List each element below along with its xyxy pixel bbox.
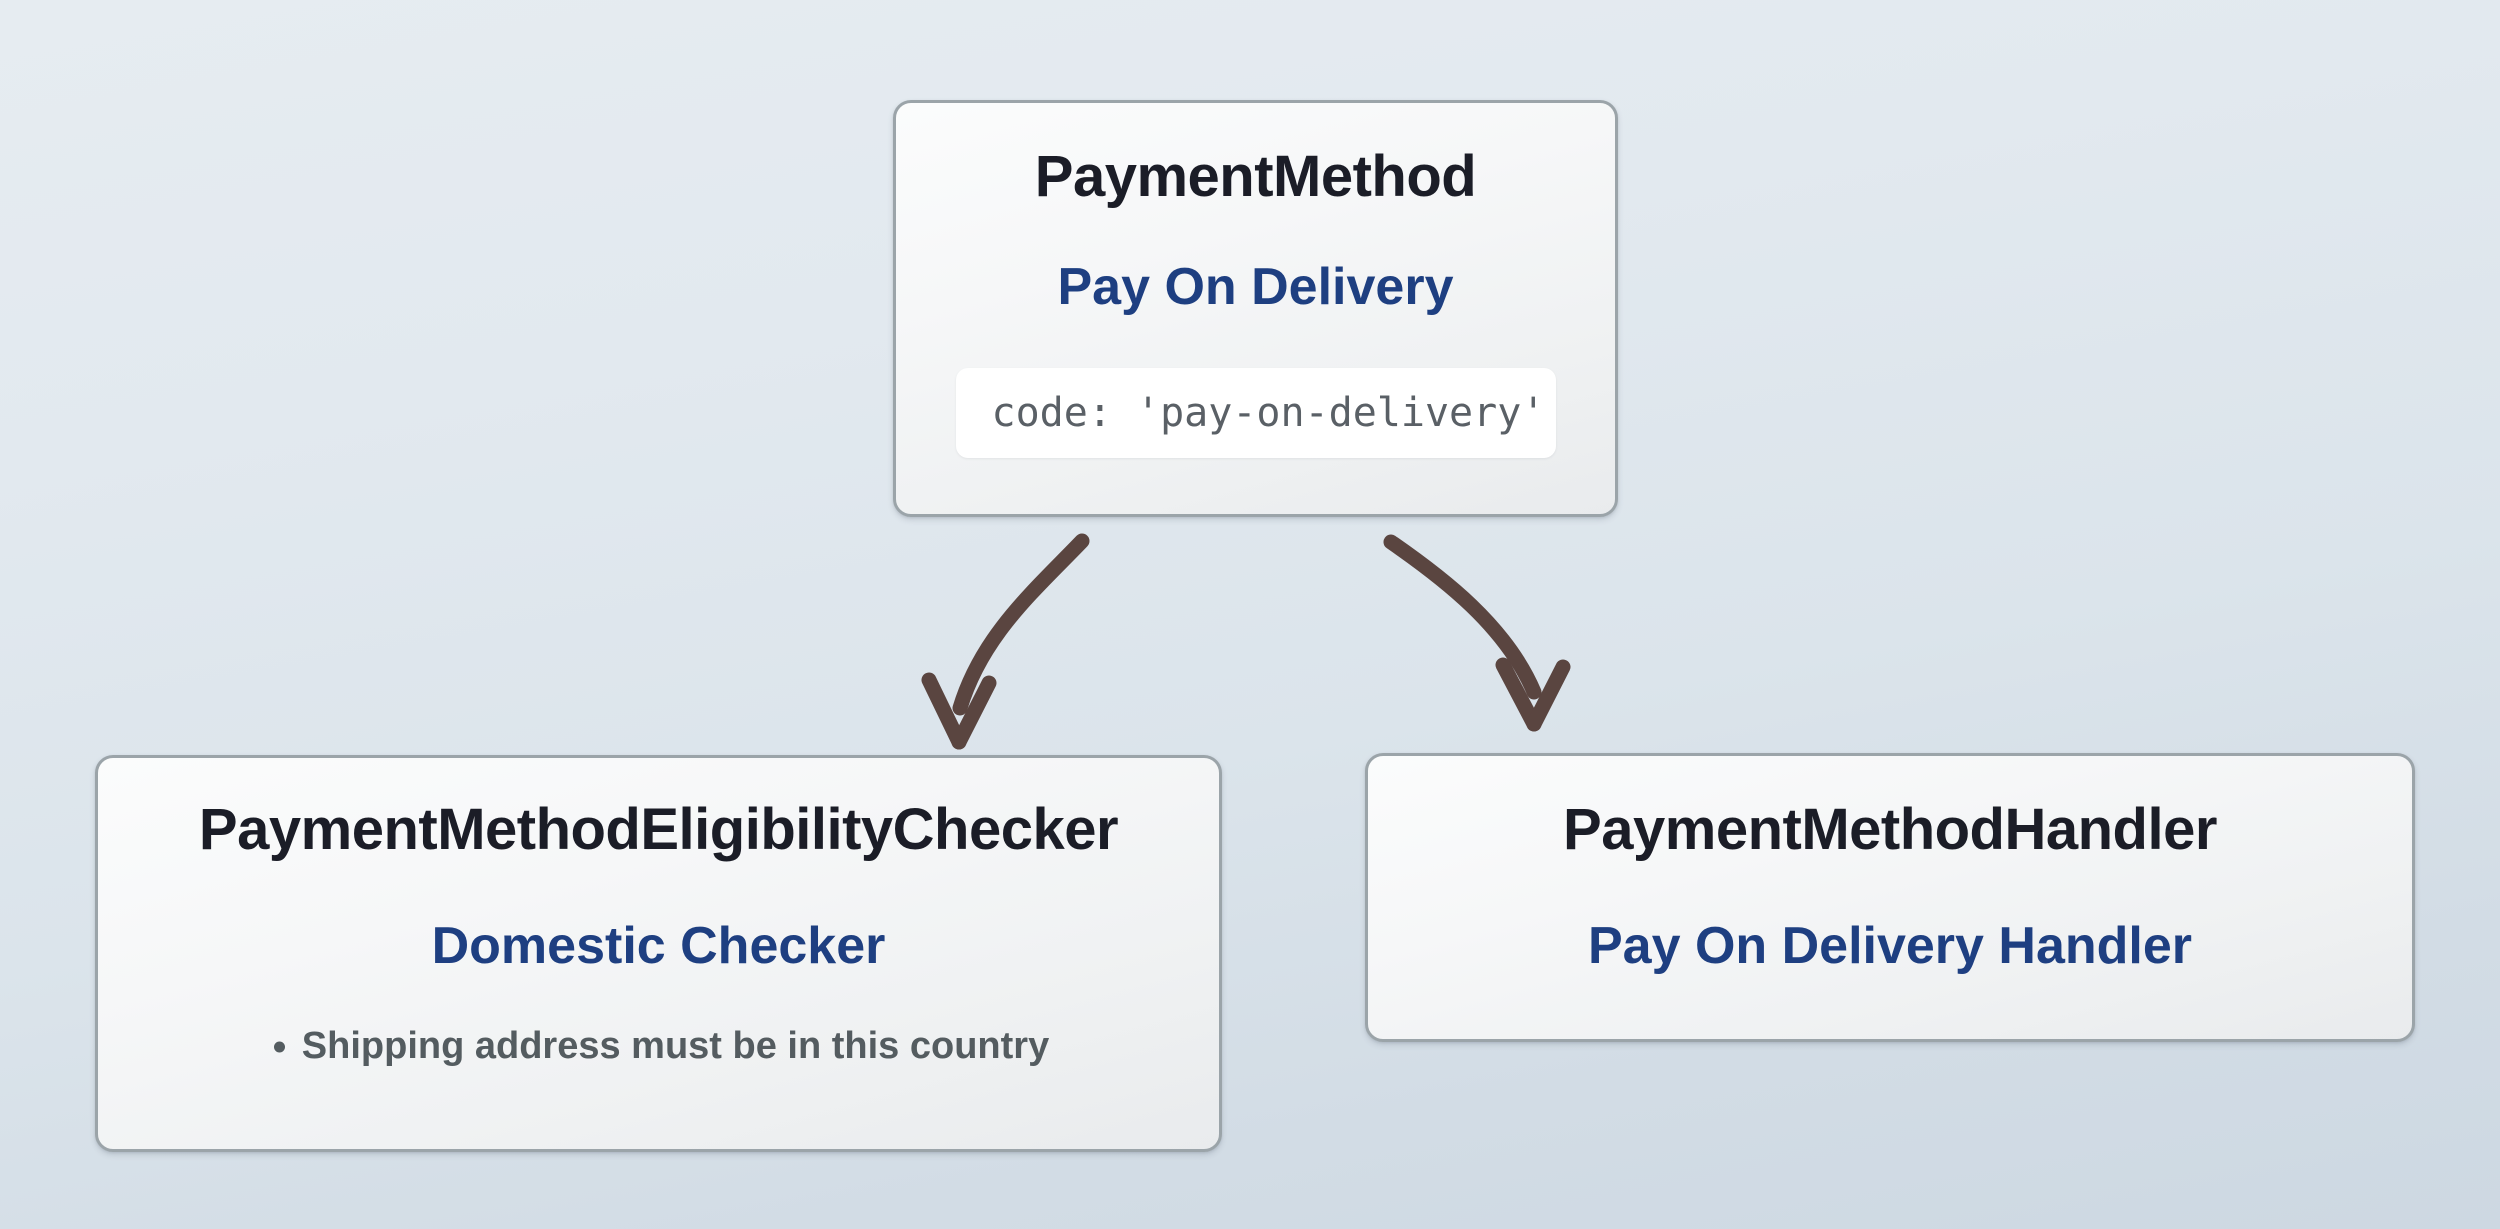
node-eligibility-checker[interactable]: PaymentMethodEligibilityChecker Domestic… <box>95 755 1222 1152</box>
node-payment-handler[interactable]: PaymentMethodHandler Pay On Delivery Han… <box>1365 753 2415 1042</box>
node-eligibility-checker-name-label: Domestic Checker <box>431 916 886 975</box>
node-eligibility-checker-type-label: PaymentMethodEligibilityChecker <box>198 797 1119 862</box>
node-payment-handler-name-label: Pay On Delivery Handler <box>1587 916 2193 975</box>
list-item: Shipping address must be in this country <box>268 1025 1049 1068</box>
node-payment-method[interactable]: PaymentMethod Pay On Delivery code: 'pay… <box>893 100 1618 517</box>
node-payment-method-code-chip: code: 'pay-on-delivery' <box>955 368 1556 459</box>
node-eligibility-checker-bullet-list: Shipping address must be in this country <box>268 1025 1049 1068</box>
node-payment-handler-type-label: PaymentMethodHandler <box>1563 797 2217 862</box>
edge-to-eligibility-checker-arrow <box>921 533 1090 750</box>
node-payment-method-name-label: Pay On Delivery <box>1057 257 1454 316</box>
node-payment-method-type-label: PaymentMethod <box>1034 144 1477 209</box>
edge-to-payment-handler-arrow <box>1383 534 1571 732</box>
